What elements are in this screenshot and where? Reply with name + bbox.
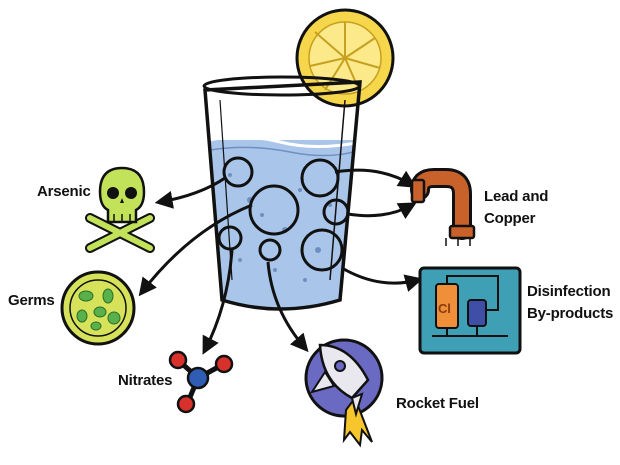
copper-pipe-icon <box>410 168 476 246</box>
skull-crossbones-icon <box>85 166 155 253</box>
label-disinfection-line2: By-products <box>527 305 614 322</box>
lemon-slice-icon <box>295 8 395 108</box>
label-lead-copper: Lead and Copper <box>484 186 548 230</box>
label-nitrates: Nitrates <box>118 372 173 389</box>
chlorine-symbol: Cl <box>438 301 451 316</box>
label-germs: Germs <box>8 292 55 309</box>
label-lead-copper-line2: Copper <box>484 210 536 227</box>
label-disinfection: Disinfection By-products <box>527 281 613 325</box>
treatment-tank-icon <box>418 266 522 355</box>
molecule-icon <box>168 350 234 414</box>
water-glass-icon <box>202 75 362 311</box>
label-lead-copper-line1: Lead and <box>484 188 549 205</box>
label-rocket-fuel: Rocket Fuel <box>396 395 479 412</box>
petri-dish-icon <box>60 270 136 346</box>
label-arsenic: Arsenic <box>37 183 91 200</box>
rocket-icon <box>304 338 384 448</box>
arrows <box>138 168 424 355</box>
label-disinfection-line1: Disinfection <box>527 283 611 300</box>
